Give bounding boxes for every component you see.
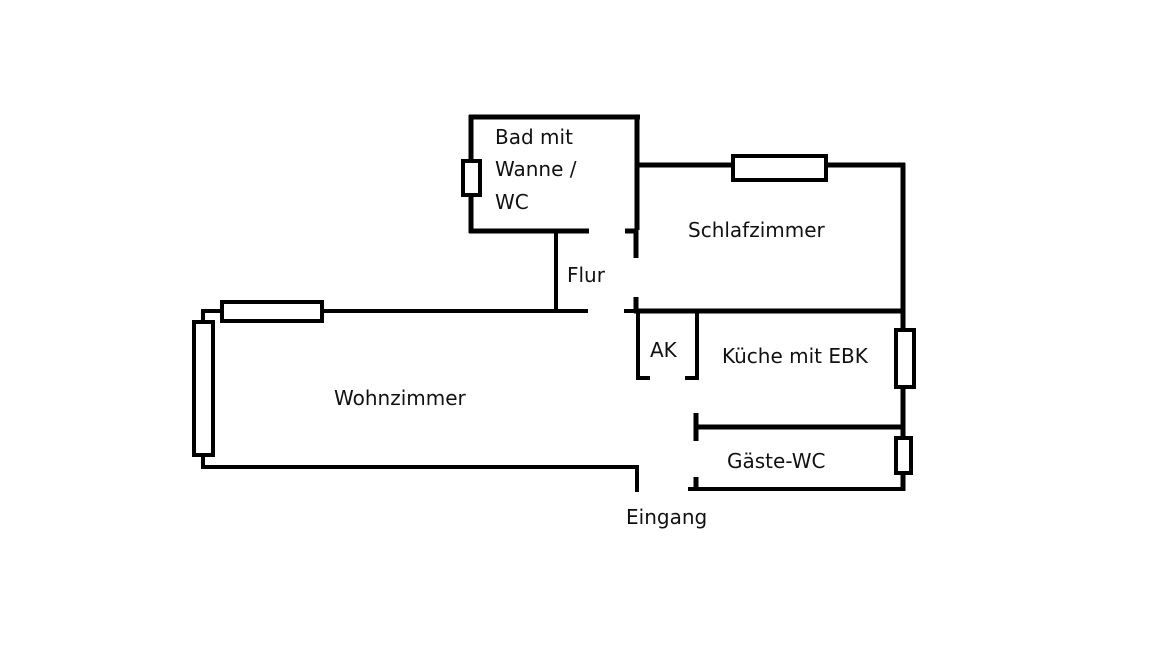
window-bathroom xyxy=(461,159,482,197)
living-wall-corner-bottom xyxy=(201,455,639,492)
kitchen-walls xyxy=(693,311,906,441)
storage-wall-east xyxy=(685,313,699,380)
storage-walls xyxy=(636,313,699,380)
window-guest-wc xyxy=(894,436,913,475)
label-storage: AK xyxy=(650,338,678,362)
label-bathroom-line1: Bad mit xyxy=(495,125,573,149)
label-bedroom: Schlafzimmer xyxy=(688,218,826,242)
label-hallway: Flur xyxy=(567,263,606,287)
label-kitchen: Küche mit EBK xyxy=(722,344,869,368)
storage-wall-west xyxy=(636,313,650,380)
window-living-west xyxy=(192,320,215,457)
living-wall-corner-top xyxy=(201,309,222,322)
label-entrance: Eingang xyxy=(626,505,707,529)
bathroom-walls xyxy=(468,114,640,234)
window-living-north xyxy=(220,300,324,323)
label-guest-wc: Gäste-WC xyxy=(727,449,825,473)
living-room-walls xyxy=(201,309,639,492)
label-bathroom-line2: Wanne / xyxy=(495,157,577,181)
bedroom-walls xyxy=(634,162,906,314)
window-kitchen xyxy=(894,328,916,389)
label-living-room: Wohnzimmer xyxy=(334,386,467,410)
guest-wc-walls xyxy=(688,473,906,491)
window-bedroom xyxy=(731,154,828,182)
label-bathroom-line3: WC xyxy=(495,190,529,214)
